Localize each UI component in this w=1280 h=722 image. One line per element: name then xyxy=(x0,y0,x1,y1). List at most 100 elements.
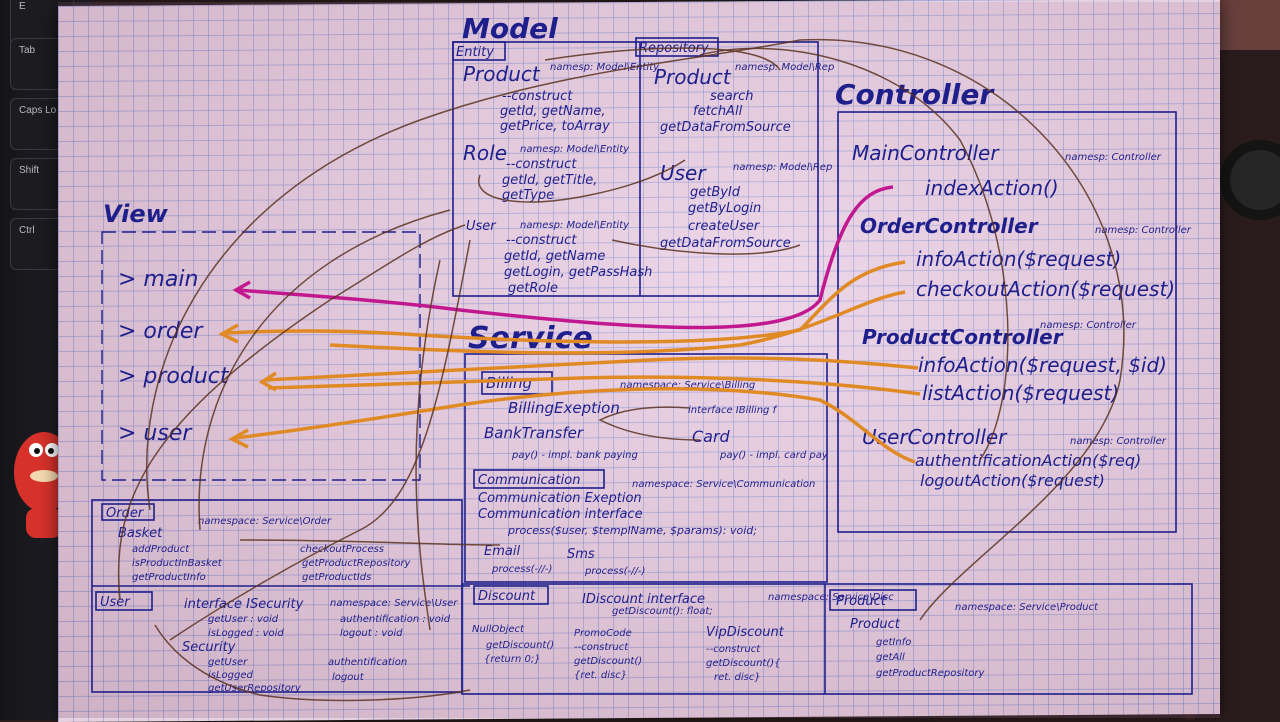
repo-product-namespace: namesp: Model\Rep xyxy=(735,62,834,73)
key-label: Tab xyxy=(19,45,36,56)
service-bottom-box xyxy=(461,583,1193,695)
product-service-line: getInfo xyxy=(876,637,911,648)
communication-line: Sms xyxy=(567,547,595,562)
arrow-user-to-view xyxy=(234,387,916,464)
user-service-line: Security xyxy=(182,640,236,655)
order-label-box xyxy=(101,503,155,521)
arrowhead-icon xyxy=(232,280,251,300)
entity-role-method: --construct xyxy=(506,157,577,172)
entity-role-method: getType xyxy=(502,188,554,203)
discount-line: getDiscount() xyxy=(574,656,642,667)
user-service-line: logout xyxy=(332,672,365,683)
entity-user-namespace: namesp: Model\Entity xyxy=(520,220,630,231)
billing-line: interface IBilling f xyxy=(688,405,778,416)
view-item-main: > main xyxy=(118,267,198,292)
communication-label: Communication xyxy=(478,473,580,488)
dependency-line xyxy=(239,539,501,546)
arrowhead-icon xyxy=(218,323,239,344)
discount-line: getDiscount(): float; xyxy=(612,606,713,617)
key-label: Caps Lo xyxy=(19,105,57,116)
product-service-label: Product xyxy=(836,594,887,609)
entity-user-method: getId, getName xyxy=(504,249,605,264)
order-line: Basket xyxy=(118,526,163,541)
billing-line: pay() - impl. bank paying xyxy=(511,450,638,461)
repo-user-method: getById xyxy=(690,185,741,200)
billing-label-box xyxy=(481,371,553,395)
billing-line: Card xyxy=(692,427,731,446)
user-service-line: interface ISecurity xyxy=(184,597,304,612)
repository-label-box xyxy=(635,37,719,57)
arrow-checkout-to-view xyxy=(329,290,906,355)
order-controller-name: OrderController xyxy=(860,214,1039,238)
user-service-line: logout : void xyxy=(340,628,403,639)
discount-line: ret. disc} xyxy=(714,672,761,683)
product-controller-namespace: namesp: Controller xyxy=(1040,320,1137,331)
repo-user-name: User xyxy=(660,161,707,185)
order-line: getProductInfo xyxy=(132,572,206,583)
entity-label: Entity xyxy=(456,45,494,60)
view-item-order: > order xyxy=(118,319,204,344)
entity-product-method: --construct xyxy=(502,89,573,104)
communication-namespace: namespace: Service\Communication xyxy=(632,479,815,490)
order-label: Order xyxy=(106,506,145,521)
entity-product-namespace: namesp: Model\Entity xyxy=(550,62,660,73)
main-controller-name: MainController xyxy=(852,141,1000,165)
view-box xyxy=(101,231,421,481)
order-line: addProduct xyxy=(132,544,190,555)
arrow-product-to-view xyxy=(264,356,919,382)
communication-label-box xyxy=(473,469,605,489)
product-controller-action: listAction($request) xyxy=(922,381,1119,405)
dependency-line xyxy=(154,624,471,702)
discount-line: NullObject xyxy=(472,624,525,635)
controller-box xyxy=(837,111,1177,533)
dependency-line xyxy=(415,259,441,631)
key-label: Shift xyxy=(19,165,40,176)
communication-line: process($user, $templName, $params): voi… xyxy=(507,524,757,537)
user-controller-namespace: namesp: Controller xyxy=(1070,436,1167,447)
order-line: isProductInBasket xyxy=(132,558,223,569)
key-label: Ctrl xyxy=(19,225,35,236)
service-box xyxy=(464,353,828,583)
product-service-label-box xyxy=(829,589,917,611)
repo-user-method: getDataFromSource xyxy=(660,236,791,251)
repo-product-method: fetchAll xyxy=(693,104,743,119)
discount-label: Discount xyxy=(478,589,536,604)
entity-label-box xyxy=(452,41,506,61)
discount-line: {return 0;} xyxy=(484,654,541,665)
communication-line: process(-//-) xyxy=(491,564,552,575)
discount-line: VipDiscount xyxy=(706,625,785,640)
user-service-label-box xyxy=(95,591,153,611)
communication-line: Communication Exeption xyxy=(478,491,642,506)
entity-user-method: getLogin, getPassHash xyxy=(504,265,652,280)
entity-user-name: User xyxy=(466,219,497,234)
key-label: E xyxy=(19,1,26,12)
dependency-line xyxy=(146,38,1125,621)
product-service-namespace: namespace: Service\Product xyxy=(955,602,1099,613)
user-service-line: getUser xyxy=(208,657,248,668)
user-service-line: getUser : void xyxy=(208,614,279,625)
user-service-namespace: namespace: Service\User xyxy=(330,598,458,609)
discount-line: IDiscount interface xyxy=(582,592,705,607)
order-controller-action: checkoutAction($request) xyxy=(916,277,1175,301)
discount-line: getDiscount(){ xyxy=(706,658,781,669)
arrowhead-icon xyxy=(258,371,277,392)
controller-title: Controller xyxy=(835,78,995,111)
view-item-product: > product xyxy=(118,364,230,389)
dependency-line xyxy=(169,239,471,641)
main-controller-action: indexAction() xyxy=(925,176,1059,200)
billing-label: Billing xyxy=(486,374,532,392)
order-line: checkoutProcess xyxy=(300,544,384,555)
repo-product-name: Product xyxy=(654,65,732,89)
model-title: Model xyxy=(462,12,558,45)
repo-product-method: search xyxy=(710,89,753,104)
entity-product-name: Product xyxy=(463,62,541,86)
user-service-line: authentification xyxy=(328,657,407,668)
order-line: getProductIds xyxy=(302,572,371,583)
communication-line: process(-//-) xyxy=(584,566,645,577)
repo-user-method: getByLogin xyxy=(688,201,761,216)
dependency-line xyxy=(544,47,781,71)
communication-line: Email xyxy=(484,544,520,559)
billing-line: BillingExeption xyxy=(508,399,620,417)
product-service-line: getAll xyxy=(876,652,905,663)
discount-line: --construct xyxy=(574,642,629,653)
